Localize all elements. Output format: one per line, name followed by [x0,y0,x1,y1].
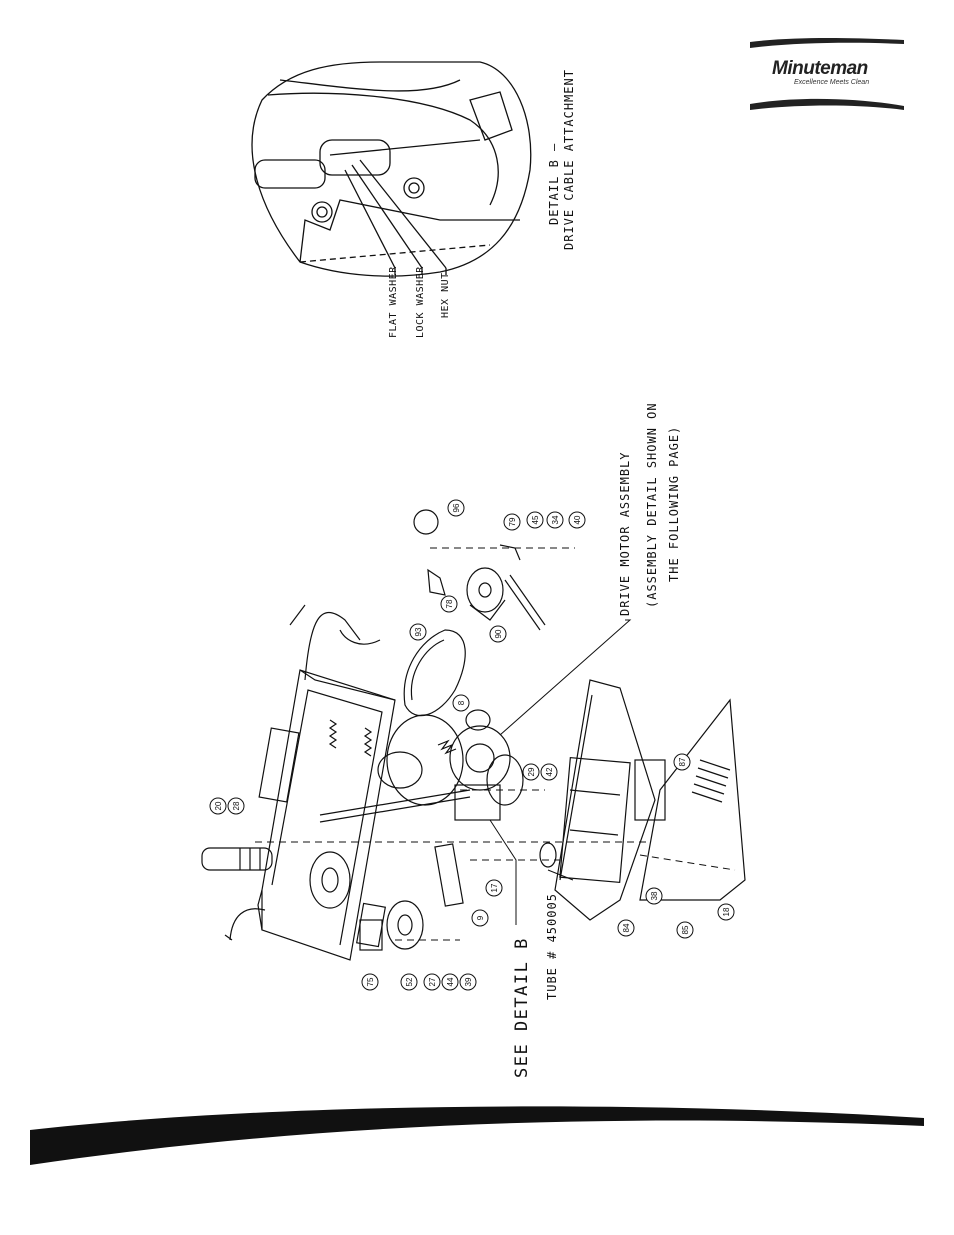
minuteman-logo: Minuteman Excellence Meets Clean [748,36,906,112]
svg-text:78: 78 [445,599,454,608]
callout-20: 20 [209,797,227,815]
detail-b-title: DETAIL B – [547,142,561,225]
drive-motor-note-1: (ASSEMBLY DETAIL SHOWN ON [645,402,659,608]
callout-40: 40 [568,511,586,529]
svg-text:8: 8 [457,700,466,705]
logo-swoosh-icon [750,38,904,110]
svg-text:39: 39 [464,977,473,986]
svg-text:20: 20 [214,801,223,810]
svg-text:96: 96 [452,503,461,512]
brand-tagline: Excellence Meets Clean [794,79,870,86]
svg-text:40: 40 [573,515,582,524]
callout-45: 45 [526,511,544,529]
detail-b-subtitle: DRIVE CABLE ATTACHMENT [562,69,576,250]
footer-swoosh [30,1106,924,1165]
svg-text:45: 45 [531,515,540,524]
callout-bubbles: 20 28 75 52 27 44 39 9 17 8 93 29 42 78 … [209,499,735,991]
drive-motor-title: DRIVE MOTOR ASSEMBLY [618,451,632,617]
brand-name: Minuteman [772,58,868,79]
drive-motor-note-2: THE FOLLOWING PAGE) [667,425,681,582]
callout-9: 9 [471,909,489,927]
svg-text:17: 17 [490,883,499,892]
label-lock-washer: LOCK WASHER [415,266,426,338]
svg-text:79: 79 [508,517,517,526]
main-assembly [201,509,746,961]
callout-87: 87 [673,753,691,771]
callout-96: 96 [447,499,465,517]
tube-label: TUBE # 450005 [545,893,559,1000]
svg-text:87: 87 [678,757,687,766]
svg-text:44: 44 [446,977,455,986]
alignment-lines [255,547,736,941]
label-hex-nut: HEX NUT [440,272,451,318]
svg-text:75: 75 [366,977,375,986]
svg-text:85: 85 [681,925,690,934]
svg-text:84: 84 [622,923,631,932]
svg-text:52: 52 [405,977,414,986]
detail-b-view [251,61,532,277]
label-flat-washer: FLAT WASHER [388,266,399,338]
svg-text:42: 42 [545,767,554,776]
callout-38: 38 [645,887,663,905]
callout-28: 28 [227,797,245,815]
callout-8: 8 [452,694,470,712]
svg-text:34: 34 [551,515,560,524]
callout-34: 34 [546,511,564,529]
callout-78: 78 [440,595,458,613]
svg-text:28: 28 [232,801,241,810]
callout-39: 39 [459,973,477,991]
leader-lines [489,619,632,925]
callout-42: 42 [540,763,558,781]
svg-text:93: 93 [414,627,423,636]
svg-text:38: 38 [650,891,659,900]
callout-93: 93 [409,623,427,641]
svg-text:9: 9 [476,915,485,920]
callout-84: 84 [617,919,635,937]
callout-52: 52 [400,973,418,991]
callout-27: 27 [423,973,441,991]
callout-44: 44 [441,973,459,991]
callout-85: 85 [676,921,694,939]
svg-text:18: 18 [722,907,731,916]
svg-text:27: 27 [428,977,437,986]
svg-text:29: 29 [527,767,536,776]
callout-90: 90 [489,625,507,643]
callout-79: 79 [503,513,521,531]
see-detail-label: SEE DETAIL B [512,937,532,1078]
svg-text:90: 90 [494,629,503,638]
callout-17: 17 [485,879,503,897]
callout-18: 18 [717,903,735,921]
callout-75: 75 [361,973,379,991]
callout-29: 29 [522,763,540,781]
